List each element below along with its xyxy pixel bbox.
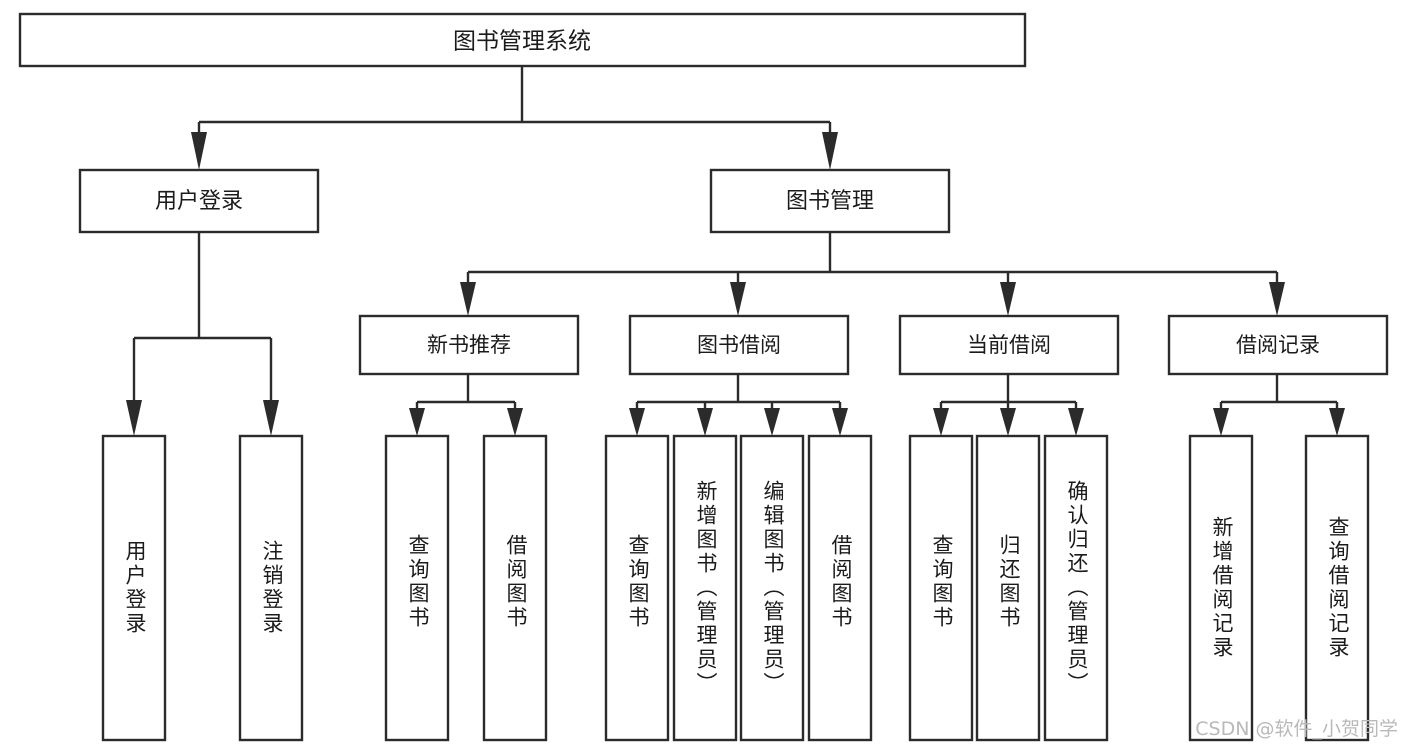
leaf-user-login-login-box[interactable] xyxy=(101,434,167,742)
leaf-new-book-borrow-label: 借阅图书 xyxy=(504,534,528,630)
node-book-management-label: 图书管理 xyxy=(786,189,874,214)
arrow-head-leaf-logout xyxy=(263,400,279,436)
leaf-book-borrow-borrow-label: 借阅图书 xyxy=(829,534,853,630)
node-root-box[interactable] xyxy=(18,12,1027,68)
csdn-watermark: CSDN @软件_小贺同学 xyxy=(1195,718,1398,740)
node-current-borrow-box[interactable] xyxy=(898,314,1120,376)
arrow-head-currentborrow-leaf-1 xyxy=(933,408,949,436)
node-root-book-management-system[interactable]: 图书管理系统 xyxy=(18,12,1027,68)
arrow-head-borrow-record xyxy=(1269,282,1285,316)
arrow-head-newbook-leaf-2 xyxy=(507,408,523,436)
leaf-borrow-record-query-box[interactable] xyxy=(1304,434,1370,742)
arrow-head-leaf-user-login xyxy=(126,400,142,436)
arrow-head-user-login xyxy=(191,132,207,170)
leaf-new-book-query-box[interactable] xyxy=(384,434,450,742)
node-user-login[interactable]: 用户登录 xyxy=(78,168,320,234)
leaf-current-borrow-confirm-box[interactable] xyxy=(1043,434,1109,742)
arrow-head-current-borrow xyxy=(1000,282,1016,316)
leaf-new-book-borrow-box[interactable] xyxy=(482,434,548,742)
leaf-book-borrow-edit-box[interactable] xyxy=(739,434,805,742)
node-new-book-recommend-label: 新书推荐 xyxy=(427,333,511,357)
node-user-login-box[interactable] xyxy=(78,168,320,234)
connector-layer xyxy=(126,66,1345,436)
arrow-head-currentborrow-leaf-2 xyxy=(1000,408,1016,436)
node-borrow-record-label: 借阅记录 xyxy=(1236,333,1320,357)
leaf-book-borrow-add-label: 新增图书（管理员） xyxy=(694,480,718,696)
leaf-book-borrow-edit[interactable]: 编辑图书（管理员） xyxy=(739,434,805,742)
leaf-user-login-logout-box[interactable] xyxy=(238,434,304,742)
leaf-book-borrow-borrow[interactable]: 借阅图书 xyxy=(807,434,873,742)
leaf-current-borrow-return-label: 归还图书 xyxy=(997,534,1021,630)
node-book-management-box[interactable] xyxy=(709,168,951,234)
leaf-book-borrow-add-box[interactable] xyxy=(672,434,738,742)
leaf-book-borrow-query[interactable]: 查询图书 xyxy=(604,434,670,742)
node-current-borrow[interactable]: 当前借阅 xyxy=(898,314,1120,376)
node-book-borrow-label: 图书借阅 xyxy=(697,333,781,357)
leaf-book-borrow-edit-label: 编辑图书（管理员） xyxy=(761,480,785,696)
node-root-label: 图书管理系统 xyxy=(453,29,591,55)
leaf-new-book-query-label: 查询图书 xyxy=(406,534,430,630)
leaf-current-borrow-query[interactable]: 查询图书 xyxy=(908,434,974,742)
node-book-borrow-box[interactable] xyxy=(628,314,850,376)
arrow-head-bookborrow-leaf-1 xyxy=(629,408,645,436)
leaf-current-borrow-query-label: 查询图书 xyxy=(930,534,954,630)
leaf-book-borrow-query-box[interactable] xyxy=(604,434,670,742)
leaf-book-borrow-borrow-box[interactable] xyxy=(807,434,873,742)
node-current-borrow-label: 当前借阅 xyxy=(967,333,1051,357)
arrow-head-bookborrow-leaf-2 xyxy=(697,408,713,436)
node-user-login-label: 用户登录 xyxy=(155,189,243,214)
node-borrow-record-box[interactable] xyxy=(1167,314,1389,376)
arrow-head-borrowrecord-leaf-2 xyxy=(1329,408,1345,436)
arrow-head-book-manage xyxy=(822,132,838,170)
arrow-head-bookborrow-leaf-3 xyxy=(764,408,780,436)
leaf-book-borrow-add[interactable]: 新增图书（管理员） xyxy=(672,434,738,742)
leaf-borrow-record-add[interactable]: 新增借阅记录 xyxy=(1188,434,1254,742)
leaf-current-borrow-return[interactable]: 归还图书 xyxy=(975,434,1041,742)
leaf-borrow-record-query[interactable]: 查询借阅记录 xyxy=(1304,434,1370,742)
node-borrow-record[interactable]: 借阅记录 xyxy=(1167,314,1389,376)
arrow-head-bookborrow-leaf-4 xyxy=(832,408,848,436)
node-book-management[interactable]: 图书管理 xyxy=(709,168,951,234)
arrow-head-currentborrow-leaf-3 xyxy=(1068,408,1084,436)
leaf-user-login-login-label: 用户登录 xyxy=(123,540,147,636)
arrow-head-book-borrow xyxy=(730,282,746,316)
arrow-head-new-book xyxy=(460,282,476,316)
leaf-user-login-login[interactable]: 用户登录 xyxy=(101,434,167,742)
arrow-head-borrowrecord-leaf-1 xyxy=(1213,408,1229,436)
leaf-borrow-record-add-box[interactable] xyxy=(1188,434,1254,742)
node-new-book-recommend[interactable]: 新书推荐 xyxy=(358,314,580,376)
leaf-current-borrow-return-box[interactable] xyxy=(975,434,1041,742)
arrow-head-newbook-leaf-1 xyxy=(409,408,425,436)
leaf-user-login-logout[interactable]: 注销登录 xyxy=(238,434,304,742)
leaf-user-login-logout-label: 注销登录 xyxy=(260,540,284,636)
leaf-current-borrow-confirm[interactable]: 确认归还（管理员） xyxy=(1043,434,1109,742)
leaf-borrow-record-add-label: 新增借阅记录 xyxy=(1210,516,1234,660)
leaf-new-book-borrow[interactable]: 借阅图书 xyxy=(482,434,548,742)
leaf-current-borrow-query-box[interactable] xyxy=(908,434,974,742)
leaf-new-book-query[interactable]: 查询图书 xyxy=(384,434,450,742)
node-new-book-recommend-box[interactable] xyxy=(358,314,580,376)
leaf-book-borrow-query-label: 查询图书 xyxy=(626,534,650,630)
leaf-current-borrow-confirm-label: 确认归还（管理员） xyxy=(1065,480,1089,696)
leaf-borrow-record-query-label: 查询借阅记录 xyxy=(1326,516,1350,660)
node-book-borrow[interactable]: 图书借阅 xyxy=(628,314,850,376)
